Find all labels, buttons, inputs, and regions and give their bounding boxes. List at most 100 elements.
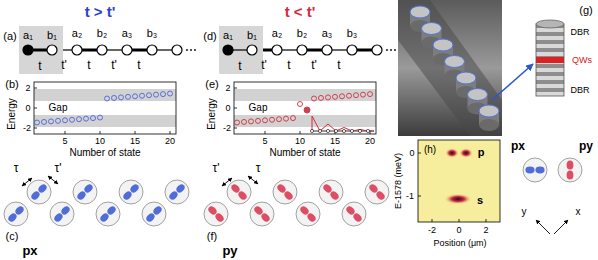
micropillar <box>165 180 189 204</box>
orbital-lobe <box>253 205 264 216</box>
tick-mark <box>100 131 101 134</box>
micropillar <box>296 202 320 226</box>
micropillar <box>73 180 97 204</box>
site-label: b₂ <box>297 28 307 39</box>
orbital-label: px <box>22 244 37 257</box>
tick-mark <box>234 88 237 89</box>
orbital-lobe <box>76 190 87 201</box>
eigen-state <box>168 91 173 96</box>
micropillar <box>119 180 143 204</box>
coupling-arrow <box>248 176 258 184</box>
orbital-label: py <box>579 140 593 152</box>
pillar-outline <box>536 24 564 96</box>
inset-site <box>310 129 313 132</box>
lattice-site <box>223 45 233 55</box>
hopping-label: t <box>38 60 41 72</box>
lattice-site <box>23 45 33 55</box>
continuation-dot <box>390 49 392 51</box>
plot-frame <box>34 82 176 134</box>
axis-title: Energy <box>207 98 217 130</box>
axis-title: Energy <box>7 98 17 130</box>
dbr-layer <box>536 72 564 76</box>
site-label: a₁ <box>223 30 233 41</box>
continuation-dot <box>186 49 188 51</box>
eigen-state <box>119 95 124 100</box>
pointer-arrow <box>492 64 533 100</box>
site-label: b₁ <box>47 30 57 41</box>
panel-label: (a) <box>3 31 16 42</box>
bond-line <box>157 49 172 50</box>
tick-label: 15 <box>130 137 140 146</box>
bond-line <box>233 49 247 50</box>
site-label: a₂ <box>272 28 282 39</box>
bond-line <box>332 49 347 50</box>
peak-label: s <box>477 195 483 206</box>
eigen-state <box>49 119 54 124</box>
site-label: a₂ <box>72 28 82 39</box>
hopping-label: t' <box>61 59 67 71</box>
emission-blob <box>445 148 459 158</box>
tick-label: 0 <box>456 226 461 235</box>
tick-mark <box>459 219 460 222</box>
eigen-state <box>98 115 103 120</box>
eigen-state <box>126 94 131 99</box>
tick-mark <box>300 131 301 134</box>
bond-line <box>132 49 147 52</box>
sem-substrate <box>398 0 502 136</box>
micropillar <box>558 158 582 182</box>
panel-label: (g) <box>579 5 592 16</box>
dbr-layer <box>536 32 564 36</box>
panel-heading: t > t' <box>85 4 116 19</box>
tick-mark <box>234 128 237 129</box>
eigen-state <box>368 92 373 97</box>
axis-label: y <box>522 207 527 217</box>
tick-mark <box>170 131 171 134</box>
orbital-lobe <box>567 160 574 169</box>
micropillar <box>142 202 166 226</box>
tick-label: -1 <box>406 192 414 201</box>
axis-title: Number of state <box>269 148 340 158</box>
orbital-label: px <box>511 140 525 152</box>
layer-label: DBR <box>570 28 589 37</box>
dbr-layer <box>536 76 564 80</box>
eigen-state <box>361 92 366 97</box>
tick-label: 20 <box>365 137 375 146</box>
coupling-label: τ <box>256 162 261 174</box>
lattice-site <box>147 45 157 55</box>
bond-line <box>357 49 372 52</box>
bond-line <box>107 49 122 50</box>
dbr-layer <box>536 40 564 44</box>
lattice-site <box>372 45 382 55</box>
micropillar <box>342 202 366 226</box>
micropillar <box>250 202 274 226</box>
orbital-lobe <box>276 183 287 194</box>
continuation-dot <box>394 49 396 51</box>
panel-label: (h) <box>424 145 436 155</box>
edge-state <box>298 102 303 107</box>
orbital-lobe <box>322 183 333 194</box>
tick-label: 2 <box>25 84 30 93</box>
edge-state <box>304 107 310 113</box>
eigen-state <box>354 93 359 98</box>
axis-title: Number of state <box>69 148 140 158</box>
dbr-layer <box>536 48 564 52</box>
pillar-top <box>479 105 499 117</box>
site-label: a₃ <box>322 28 333 39</box>
band-region <box>34 115 176 127</box>
eigen-state <box>147 93 152 98</box>
tick-label: -2 <box>223 124 231 133</box>
orbital-lobe <box>207 205 218 216</box>
micropillar <box>50 202 74 226</box>
pillar-top <box>410 6 430 18</box>
tick-label: -2 <box>23 124 31 133</box>
emission-blob <box>459 148 473 158</box>
plot-frame <box>234 82 376 134</box>
eigen-state <box>312 96 317 101</box>
eigen-state <box>133 94 138 99</box>
bond-line <box>307 49 322 52</box>
tick-mark <box>432 219 433 222</box>
peak-label: p <box>478 147 485 158</box>
eigen-state <box>154 92 159 97</box>
